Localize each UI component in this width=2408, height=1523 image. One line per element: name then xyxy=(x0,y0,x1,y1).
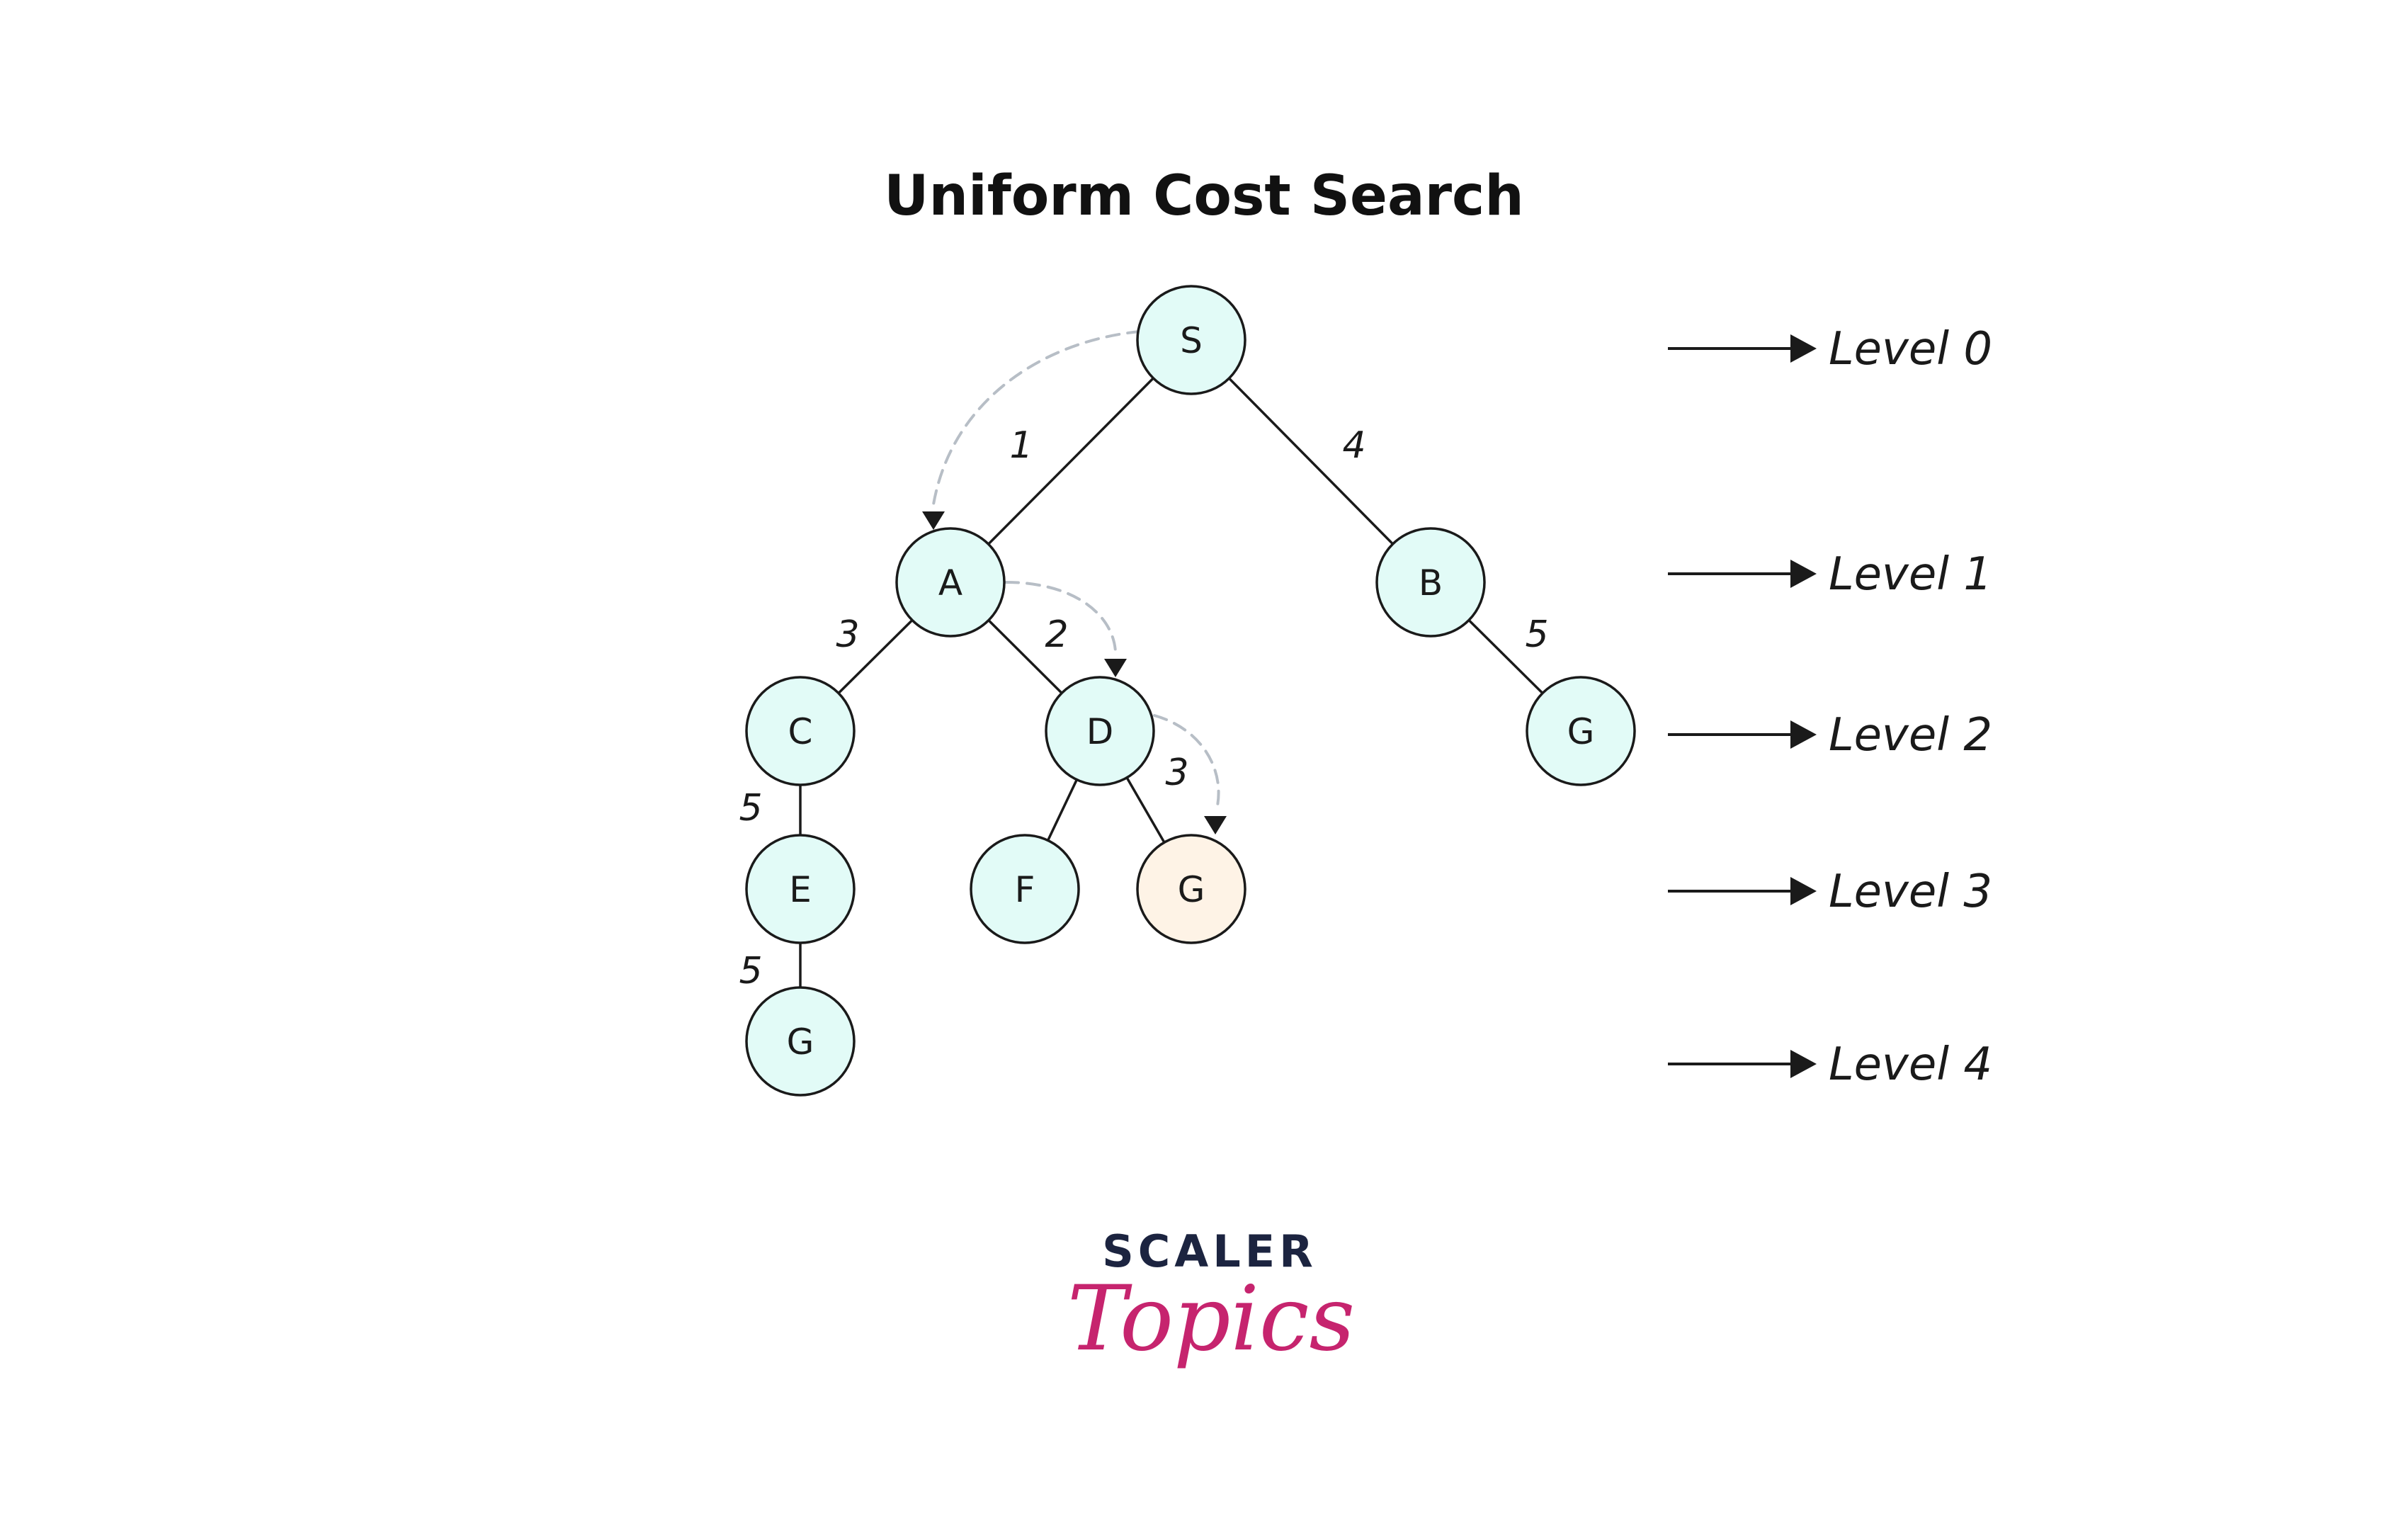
node-a: A xyxy=(895,527,1006,638)
edge-s-a xyxy=(987,377,1154,545)
node-circle-s xyxy=(1136,285,1246,395)
node-circle-g3 xyxy=(745,986,856,1097)
node-label-c: C xyxy=(788,711,813,752)
node-b: B xyxy=(1375,527,1486,638)
node-f: F xyxy=(970,834,1080,944)
level-marker-4: Level 4 xyxy=(1668,1038,1992,1091)
node-circle-b xyxy=(1375,527,1486,638)
edge-weight-s-a: 1 xyxy=(1009,424,1033,467)
search-path-arrowhead-d-to-g xyxy=(1204,816,1227,834)
level-marker-1: Level 1 xyxy=(1668,548,1992,601)
edge-d-g2 xyxy=(1125,776,1166,844)
search-path-s-to-a xyxy=(932,330,1142,506)
node-circle-c xyxy=(745,676,856,786)
level-label-2: Level 2 xyxy=(1829,709,1992,762)
node-circle-a xyxy=(895,527,1006,638)
node-e: E xyxy=(745,834,856,944)
edge-weight-s-b: 4 xyxy=(1342,424,1365,467)
logo-scaler-text: SCALER xyxy=(1102,1225,1317,1277)
level-arrowhead-0 xyxy=(1790,334,1817,363)
edge-a-d xyxy=(987,619,1063,694)
scaler-topics-logo: SCALER Topics xyxy=(1067,1225,1355,1371)
edge-weight-a-c: 3 xyxy=(836,613,859,656)
node-label-g2: G xyxy=(1178,869,1205,910)
search-path-a-to-d xyxy=(1004,581,1117,653)
level-marker-2: Level 2 xyxy=(1668,709,1992,762)
level-label-1: Level 1 xyxy=(1829,548,1992,601)
node-label-d: D xyxy=(1086,711,1114,752)
node-circle-d xyxy=(1045,676,1155,786)
node-g3: G xyxy=(745,986,856,1097)
diagram-title: Uniform Cost Search xyxy=(884,164,1524,228)
node-label-e: E xyxy=(789,869,812,910)
node-g1: G xyxy=(1526,676,1636,786)
level-arrowhead-1 xyxy=(1790,560,1817,588)
nodes-layer: S A B C D G E F G G xyxy=(745,285,1636,1097)
level-label-3: Level 3 xyxy=(1829,866,1992,918)
level-marker-3: Level 3 xyxy=(1668,866,1992,918)
node-circle-e xyxy=(745,834,856,944)
logo-topics-text: Topics xyxy=(1067,1267,1355,1371)
edge-weight-e-g3: 5 xyxy=(739,950,762,992)
node-label-g1: G xyxy=(1567,711,1595,752)
node-label-f: F xyxy=(1015,869,1035,910)
level-arrowhead-4 xyxy=(1790,1050,1817,1078)
level-label-4: Level 4 xyxy=(1829,1038,1992,1091)
level-marker-0: Level 0 xyxy=(1668,323,1992,375)
edge-a-c xyxy=(837,619,914,694)
node-s: S xyxy=(1136,285,1246,395)
edges-layer xyxy=(799,377,1544,987)
level-markers: Level 0 Level 1 Level 2 Level 3 Level 4 xyxy=(1668,323,1992,1091)
node-circle-g1 xyxy=(1526,676,1636,786)
search-path-arrowhead-a-to-d xyxy=(1104,659,1127,677)
node-g2: G xyxy=(1136,834,1246,944)
edge-weight-c-e: 5 xyxy=(739,787,762,830)
node-label-b: B xyxy=(1419,562,1443,604)
level-arrowhead-3 xyxy=(1790,877,1817,905)
node-d: D xyxy=(1045,676,1155,786)
node-circle-g2 xyxy=(1136,834,1246,944)
search-path-arrowhead-s-to-a xyxy=(922,511,945,530)
node-label-a: A xyxy=(938,562,962,604)
edge-weights-layer: 1 4 3 2 5 5 3 5 xyxy=(739,424,1548,992)
level-arrowhead-2 xyxy=(1790,720,1817,749)
edge-weight-b-g1: 5 xyxy=(1525,613,1548,656)
edge-weight-a-d: 2 xyxy=(1045,613,1068,656)
search-path-d-to-g xyxy=(1153,714,1220,810)
node-label-s: S xyxy=(1180,320,1203,361)
node-circle-f xyxy=(970,834,1080,944)
node-label-g3: G xyxy=(787,1021,814,1063)
search-path-layer xyxy=(922,330,1227,834)
edge-b-g1 xyxy=(1467,619,1544,694)
edge-d-f xyxy=(1047,779,1078,842)
level-label-0: Level 0 xyxy=(1829,323,1992,375)
node-c: C xyxy=(745,676,856,786)
edge-weight-d-g2: 3 xyxy=(1165,752,1188,794)
edge-s-b xyxy=(1228,377,1394,545)
